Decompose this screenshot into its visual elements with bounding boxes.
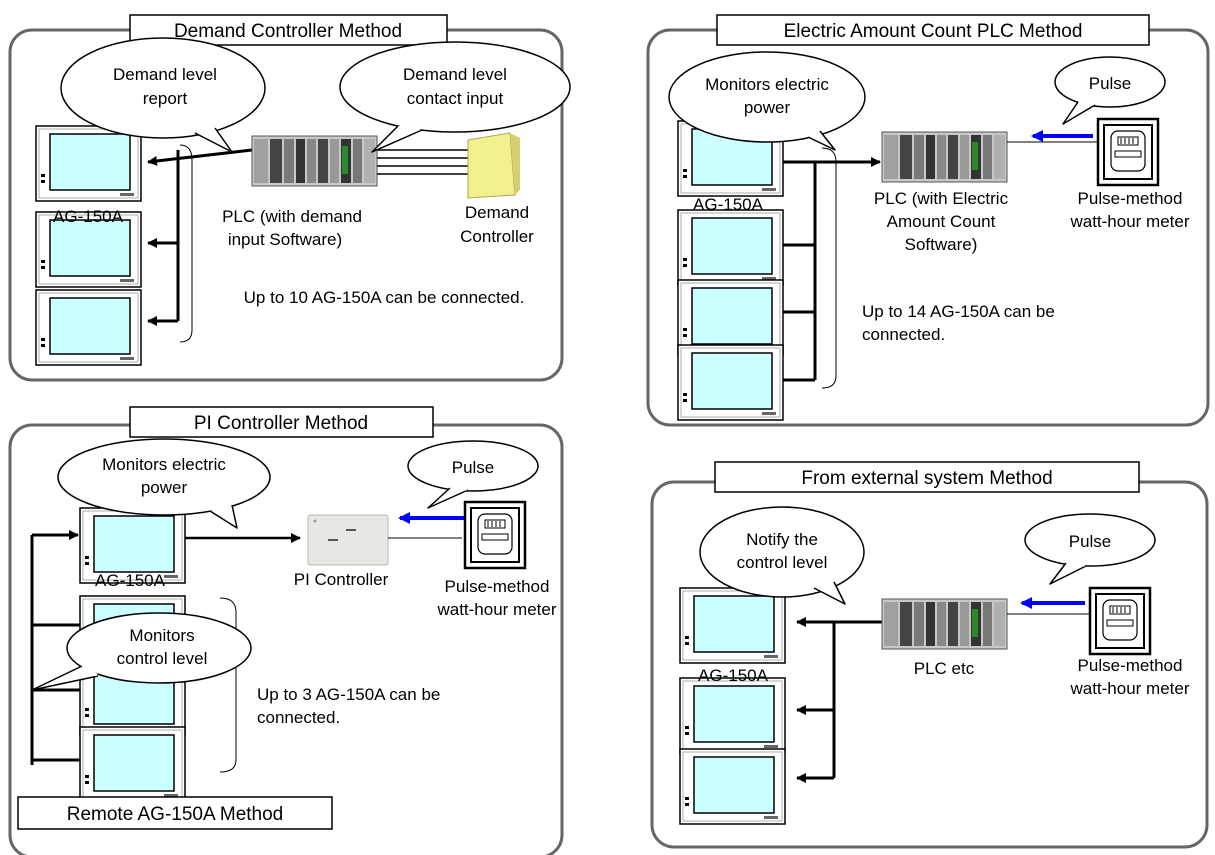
terminal-label: AG-150A (53, 207, 124, 226)
demand-controller-device (467, 132, 520, 199)
demand-level-report-bubble: Demand level report (60, 37, 266, 153)
terminal-label: AG-150A (95, 571, 166, 590)
diagram-label: power (141, 478, 188, 497)
plc-unit (881, 598, 1008, 650)
electric-amount-panel: Electric Amount Count PLC Method AG-150A… (646, 14, 1210, 427)
demand-level-contact-bubble: Demand level contact input (339, 41, 571, 153)
ag150a-terminal (677, 279, 784, 356)
remote-panel-title: Remote AG-150A Method (67, 804, 284, 825)
diagram-label: PLC (with demand (222, 207, 362, 226)
ag150a-terminal (679, 748, 786, 825)
diagram-label: Monitors (129, 626, 194, 645)
ag150a-terminal (35, 125, 142, 202)
diagram-label: Demand level (113, 65, 217, 84)
diagram-label: power (744, 98, 791, 117)
pulse-meter (1088, 586, 1152, 656)
plc-unit (251, 135, 378, 187)
diagram-label: Pulse (452, 458, 495, 477)
diagram-label: Pulse-method (445, 577, 550, 596)
diagram-label: Controller (460, 227, 534, 246)
notify-level-bubble: Notify the control level (699, 506, 865, 605)
external-panel-title: From external system Method (801, 468, 1052, 489)
connection-note: Up to 3 AG-150A can be (257, 685, 440, 704)
diagram-label: watt-hour meter (1069, 212, 1189, 231)
pulse-bubble: Pulse (1054, 56, 1166, 125)
connection-note: Up to 10 AG-150A can be connected. (244, 288, 525, 307)
demand-controller-panel: Demand Controller Method AG-150A PLC (wi… (8, 14, 571, 382)
diagram-label: watt-hour meter (436, 600, 556, 619)
diagram-label: watt-hour meter (1069, 679, 1189, 698)
diagram-label: connected. (257, 708, 340, 727)
monitors-control-bubble: Monitors control level (31, 612, 252, 691)
ag150a-terminal (677, 209, 784, 286)
diagram-label: report (143, 89, 188, 108)
diagram-label: Pulse-method (1078, 189, 1183, 208)
electric-panel-title: Electric Amount Count PLC Method (784, 21, 1083, 42)
diagram-label: Demand (465, 203, 529, 222)
demand-panel-title: Demand Controller Method (174, 21, 402, 42)
diagram-label: Monitors electric (102, 455, 226, 474)
diagram-label: control level (117, 649, 208, 668)
diagram-label: Monitors electric (705, 75, 829, 94)
diagram-label: Pulse-method (1078, 656, 1183, 675)
ag150a-terminal (35, 289, 142, 366)
diagram-label: Pulse (1089, 74, 1132, 93)
diagram-label: Notify the (746, 530, 818, 549)
pulse-bubble: Pulse (407, 440, 539, 509)
ag150a-terminal (679, 677, 786, 754)
connection-note: Up to 14 AG-150A can be (862, 302, 1055, 321)
ag150a-terminal (679, 587, 786, 664)
terminal-label: AG-150A (698, 666, 769, 685)
diagram-label: PI Controller (294, 570, 389, 589)
diagram-label: input Software) (228, 230, 342, 249)
diagram-label: Software) (905, 235, 978, 254)
pulse-meter (1096, 117, 1160, 187)
diagram-label: connected. (862, 325, 945, 344)
terminal-label: AG-150A (693, 195, 764, 214)
diagram-label: PLC (with Electric (874, 189, 1009, 208)
external-system-panel: From external system Method AG-150A PLC … (650, 461, 1209, 849)
diagram-label: Pulse (1069, 532, 1112, 551)
plc-unit (881, 131, 1008, 183)
ag150a-terminal (79, 726, 186, 803)
pi-controller-panel: PI Controller Method AG-150A PI Controll… (8, 406, 564, 855)
diagram-label: contact input (407, 89, 504, 108)
monitors-power-bubble: Monitors electric power (57, 438, 271, 529)
pulse-meter (463, 500, 527, 570)
pi-panel-title: PI Controller Method (194, 413, 368, 434)
pi-controller-device (307, 514, 389, 566)
monitors-power-bubble: Monitors electric power (668, 51, 866, 151)
diagram-label: Amount Count (887, 212, 996, 231)
diagram-label: control level (737, 553, 828, 572)
diagram-label: Demand level (403, 65, 507, 84)
pulse-bubble: Pulse (1024, 513, 1156, 585)
diagram-label: PLC etc (914, 659, 975, 678)
ag150a-terminal (677, 344, 784, 421)
